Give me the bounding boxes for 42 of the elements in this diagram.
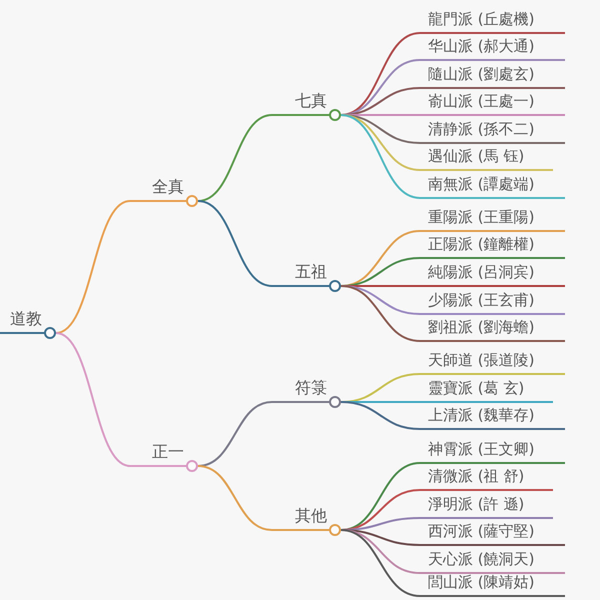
- topic-label: 龍門派 (丘處機): [428, 12, 534, 27]
- topic-label: 劉祖派 (劉海蟾): [428, 320, 534, 335]
- topic-label: 符箓: [295, 380, 327, 396]
- leaf-topic: [420, 289, 565, 315]
- branch-line: [198, 465, 272, 531]
- topic-label: 上清派 (魏華存): [428, 408, 534, 423]
- topic-label: 重陽派 (王重陽): [428, 210, 534, 225]
- topic-label: 正一: [152, 444, 184, 460]
- branch-line: [340, 285, 420, 342]
- topic-label: 七真: [295, 93, 327, 109]
- topic-label: 清静派 (孫不二): [428, 122, 534, 137]
- leaf-topic: [420, 63, 565, 89]
- topic-label: 其他: [295, 508, 327, 524]
- branch-line: [340, 401, 420, 430]
- topic-label: 靈寶派 (葛 玄): [428, 381, 524, 396]
- branch-line: [198, 200, 272, 287]
- topic-label: 清微派 (祖 舒): [428, 469, 524, 484]
- topic-label: 神霄派 (王文卿): [428, 442, 534, 457]
- topic-label: 全真: [152, 179, 184, 195]
- topic-label: 淨明派 (許 遜): [428, 497, 524, 512]
- topic-label: 西河派 (薩守堅): [428, 524, 534, 539]
- topic-label: 天心派 (饒洞天): [428, 552, 534, 567]
- branch-line: [340, 529, 420, 597]
- topic-label: 閭山派 (陳靖姑): [428, 575, 534, 590]
- branch-line: [340, 114, 420, 199]
- topic-label: 华山派 (郝大通): [428, 39, 534, 54]
- leaf-topic: [420, 548, 565, 574]
- branch-line: [0, 332, 4, 334]
- branch-line: [56, 332, 130, 467]
- topic-label: 遇仙派 (馬 钰): [428, 149, 524, 164]
- topic-label: 嵛山派 (王處一): [428, 94, 534, 109]
- branch-line: [56, 200, 130, 334]
- topic-label: 五祖: [295, 264, 327, 280]
- topic-label: 隨山派 (劉處玄): [428, 67, 534, 82]
- topic-label: 正陽派 (鐘離權): [428, 237, 534, 252]
- topic-label: 南無派 (譚處端): [428, 177, 534, 192]
- topic-label: 道教: [10, 311, 42, 327]
- topic-label: 少陽派 (王玄甫): [428, 293, 534, 308]
- leaf-topic: [420, 377, 553, 403]
- topic-label: 純陽派 (呂洞宾): [428, 265, 534, 280]
- topic-label: 天師道 (張道陵): [428, 353, 534, 368]
- leaf-topic: [420, 261, 565, 287]
